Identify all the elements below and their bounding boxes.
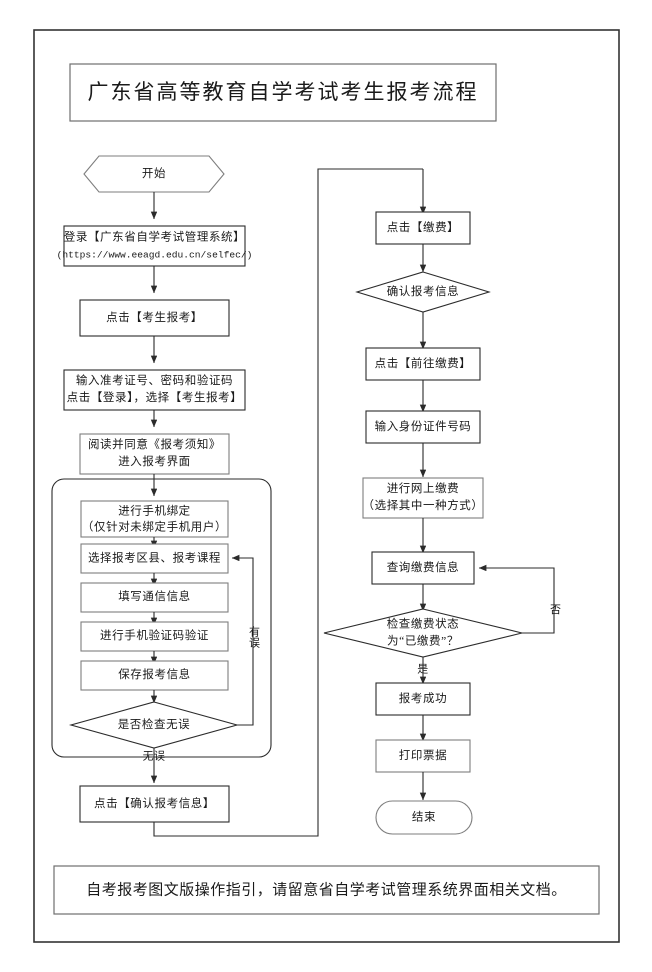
node-online-payment-line1: 进行网上缴费 <box>387 481 460 495</box>
page-title: 广东省高等教育自学考试考生报考流程 <box>88 80 479 104</box>
connector-confirm-to-right-column <box>153 168 423 837</box>
decision-no-label: 有误 <box>247 624 260 648</box>
footer-note: 自考报考图文版操作指引，请留意省自学考试管理系统界面相关文档。 <box>86 880 567 898</box>
node-click-payment <box>375 211 471 245</box>
node-enter-id-number <box>365 410 481 444</box>
node-click-candidate-apply-label: 点击【考生报考】 <box>106 310 203 324</box>
node-fill-contact-info-label: 填写通信信息 <box>118 589 191 603</box>
decision-check-payment-status-line2: 为“已缴费”？ <box>387 634 459 648</box>
decision-check-no-error-label: 是否检查无误 <box>118 717 191 731</box>
node-phone-binding-line1: 进行手机绑定 <box>118 504 191 518</box>
decision-check-payment-status <box>323 608 523 658</box>
end-terminator-label: 结束 <box>412 811 436 824</box>
node-select-district-course <box>80 543 229 574</box>
decision-yes-label: 无误 <box>143 750 166 763</box>
node-confirm-application-label: 点击【确认报考信息】 <box>94 796 215 810</box>
node-application-success-label: 报考成功 <box>399 691 447 705</box>
node-print-receipt-label: 打印票据 <box>399 748 447 762</box>
payment-decision-no-label: 否 <box>548 603 561 615</box>
node-online-payment-line2: （选择其中一种方式） <box>363 498 484 512</box>
start-terminator-shape <box>83 155 225 193</box>
node-enter-credentials-line2: 点击【登录】，选择【考生报考】 <box>67 390 243 404</box>
footer-box <box>53 865 600 915</box>
node-click-payment-label: 点击【缴费】 <box>387 220 460 234</box>
node-login-line1: 登录【广东省自学考试管理系统】 <box>64 230 246 244</box>
node-click-go-pay <box>365 347 481 381</box>
node-click-go-pay-label: 点击【前往缴费】 <box>375 356 472 370</box>
title-box <box>69 63 497 122</box>
node-read-notice-line1: 阅读并同意《报考须知》 <box>88 437 221 451</box>
node-save-application-label: 保存报考信息 <box>118 667 191 681</box>
node-phone-binding <box>80 500 229 538</box>
connector-status-no-loop <box>478 564 555 634</box>
node-query-payment-info-label: 查询缴费信息 <box>387 560 460 574</box>
node-read-notice <box>79 433 230 475</box>
node-login-url: (https://www.eeagd.edu.cn/selfec/) <box>57 250 253 261</box>
start-terminator-label: 开始 <box>142 166 166 180</box>
connector-decision-no-loop <box>231 554 254 726</box>
group-container-application-steps <box>51 478 272 758</box>
node-click-candidate-apply <box>79 299 230 337</box>
node-enter-credentials <box>63 369 246 411</box>
node-query-payment-info <box>371 551 475 585</box>
decision-confirm-application-info-label: 确认报考信息 <box>387 284 460 298</box>
decision-check-payment-status-line1: 检查缴费状态 <box>387 617 460 631</box>
node-application-success <box>375 682 471 716</box>
page-border <box>33 29 620 943</box>
node-confirm-application <box>79 785 230 823</box>
node-read-notice-line2: 进入报考界面 <box>118 454 191 468</box>
end-terminator-shape <box>375 800 473 835</box>
node-enter-id-number-label: 输入身份证件号码 <box>375 419 472 433</box>
node-phone-binding-line2: （仅针对未绑定手机用户） <box>82 520 227 534</box>
node-verify-sms-code-label: 进行手机验证码验证 <box>100 628 209 642</box>
node-enter-credentials-line1: 输入准考证号、密码和验证码 <box>76 373 233 387</box>
node-select-district-course-label: 选择报考区县、报考课程 <box>88 551 221 565</box>
